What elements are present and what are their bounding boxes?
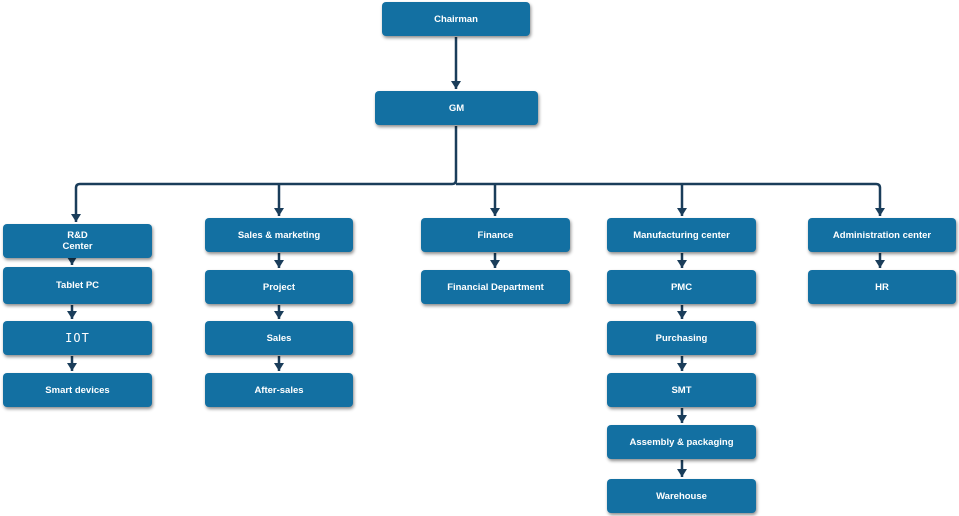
unit-smart-devices: Smart devices (3, 373, 152, 407)
connector-gm-bus (74, 126, 882, 222)
arrowhead-4 (677, 208, 687, 216)
arrowhead-8 (67, 363, 77, 371)
unit-pmc: PMC (607, 270, 756, 304)
dept-manufacturing-center: Manufacturing center (607, 218, 756, 252)
arrowhead-15 (677, 363, 687, 371)
arrowhead-17 (677, 469, 687, 477)
arrowhead-1 (71, 214, 81, 222)
unit-project: Project (205, 270, 353, 304)
arrowhead-2 (274, 208, 284, 216)
arrowhead-13 (677, 260, 687, 268)
arrowhead-6 (67, 257, 77, 265)
arrowhead-3 (490, 208, 500, 216)
dept-rd-center: R&D Center (3, 224, 152, 258)
unit-purchasing: Purchasing (607, 321, 756, 355)
gm-box: GM (375, 91, 538, 125)
arrowhead-12 (490, 260, 500, 268)
arrowhead-14 (677, 311, 687, 319)
arrowhead-10 (274, 311, 284, 319)
unit-tablet-pc: Tablet PC (3, 267, 152, 304)
dept-sales-marketing: Sales & marketing (205, 218, 353, 252)
unit-financial-department: Financial Department (421, 270, 570, 304)
unit-hr: HR (808, 270, 956, 304)
arrowhead-7 (67, 311, 77, 319)
arrowhead-9 (274, 260, 284, 268)
dept-administration-center: Administration center (808, 218, 956, 252)
unit-smt: SMT (607, 373, 756, 407)
unit-warehouse: Warehouse (607, 479, 756, 513)
unit-sales: Sales (205, 321, 353, 355)
arrowhead-5 (875, 208, 885, 216)
chairman-box: Chairman (382, 2, 530, 36)
arrowhead-0 (451, 81, 461, 89)
arrowhead-11 (274, 363, 284, 371)
unit-after-sales: After-sales (205, 373, 353, 407)
unit-assembly-packaging: Assembly & packaging (607, 425, 756, 459)
unit-iot: IOT (3, 321, 152, 355)
arrowhead-16 (677, 415, 687, 423)
arrowhead-18 (875, 260, 885, 268)
dept-finance: Finance (421, 218, 570, 252)
